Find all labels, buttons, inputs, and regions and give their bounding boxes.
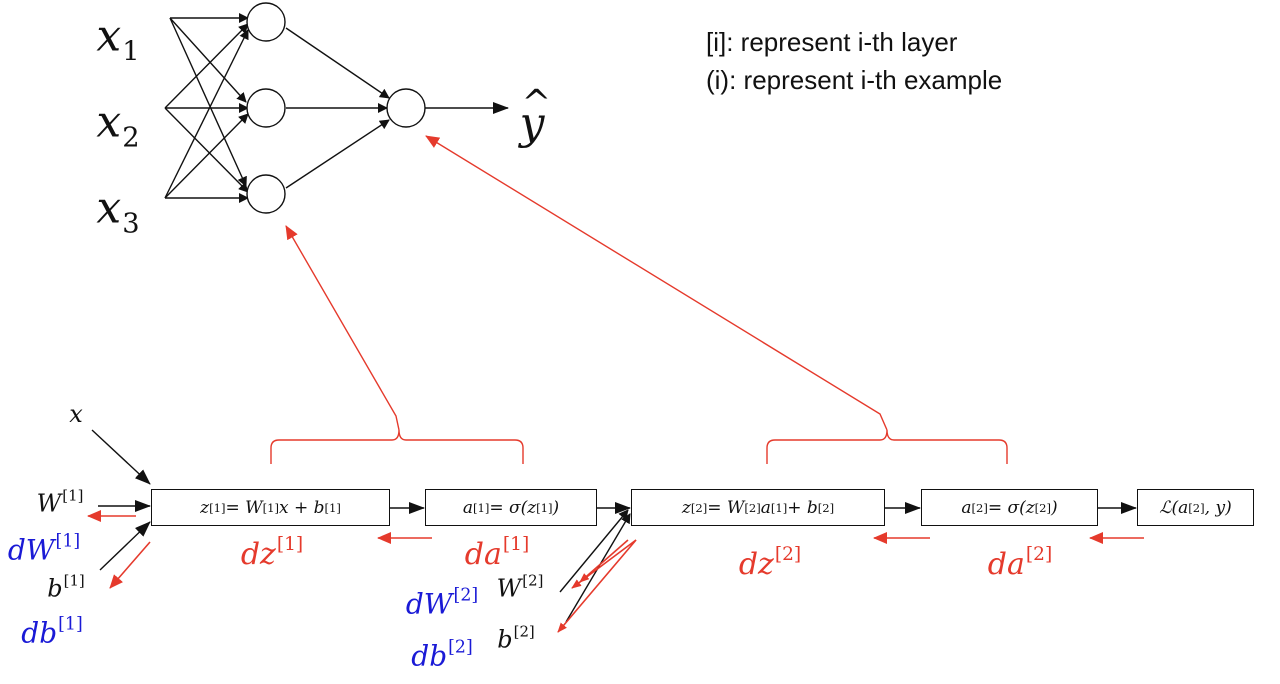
- input-x-label: x: [69, 400, 83, 428]
- z1-computation-box: z[1] = W[1]x + b[1]: [151, 489, 390, 526]
- bias-b2-label: b[2]: [497, 622, 535, 654]
- layer1-brace: [270, 429, 524, 464]
- grad-dz2-label: dz[2]: [738, 544, 802, 582]
- grad-da1-label: da[1]: [464, 534, 530, 572]
- grad-da2-label: da[2]: [987, 544, 1053, 582]
- input-label-x1: x1: [96, 10, 140, 68]
- forward-arrows: [91, 429, 1137, 623]
- hidden-neuron-1: [246, 2, 286, 42]
- bias-b1-label: b[1]: [47, 571, 85, 603]
- weight-w1-label: W[1]: [36, 486, 84, 518]
- a2-activation-box: a[2] = σ(z[2]): [921, 489, 1098, 526]
- grad-dw2-label: dW[2]: [405, 585, 479, 621]
- output-label-yhat: y: [520, 86, 551, 146]
- hidden-neuron-3: [246, 174, 286, 214]
- backward-arrows: [87, 510, 1144, 633]
- grad-db2-label: db[2]: [411, 637, 473, 673]
- grad-db1-label: db[1]: [21, 614, 83, 650]
- output-neuron: [386, 88, 426, 128]
- layer-braces: [270, 135, 1008, 464]
- a1-activation-box: a[1] = σ(z[1]): [425, 489, 597, 526]
- grad-dz1-label: dz[1]: [240, 534, 304, 572]
- hidden-output-edges: [285, 27, 509, 189]
- loss-function-box: ℒ(a[2], y): [1137, 489, 1254, 526]
- input-label-x3: x3: [96, 182, 140, 240]
- weight-w2-label: W[2]: [496, 571, 544, 603]
- z2-computation-box: z[2] = W[2]a[1] + b[2]: [631, 489, 885, 526]
- hidden-neuron-2: [246, 88, 286, 128]
- input-hidden-edges: [164, 13, 249, 203]
- layer1-link: [285, 225, 400, 431]
- legend-example-notation: (i): represent i-th example: [706, 65, 1003, 95]
- legend-layer-notation: [i]: represent i-th layer: [706, 27, 958, 57]
- layer2-brace: [766, 429, 1008, 464]
- input-label-x2: x2: [96, 96, 140, 154]
- grad-dw1-label: dW[1]: [7, 531, 81, 567]
- layer2-link: [425, 135, 888, 431]
